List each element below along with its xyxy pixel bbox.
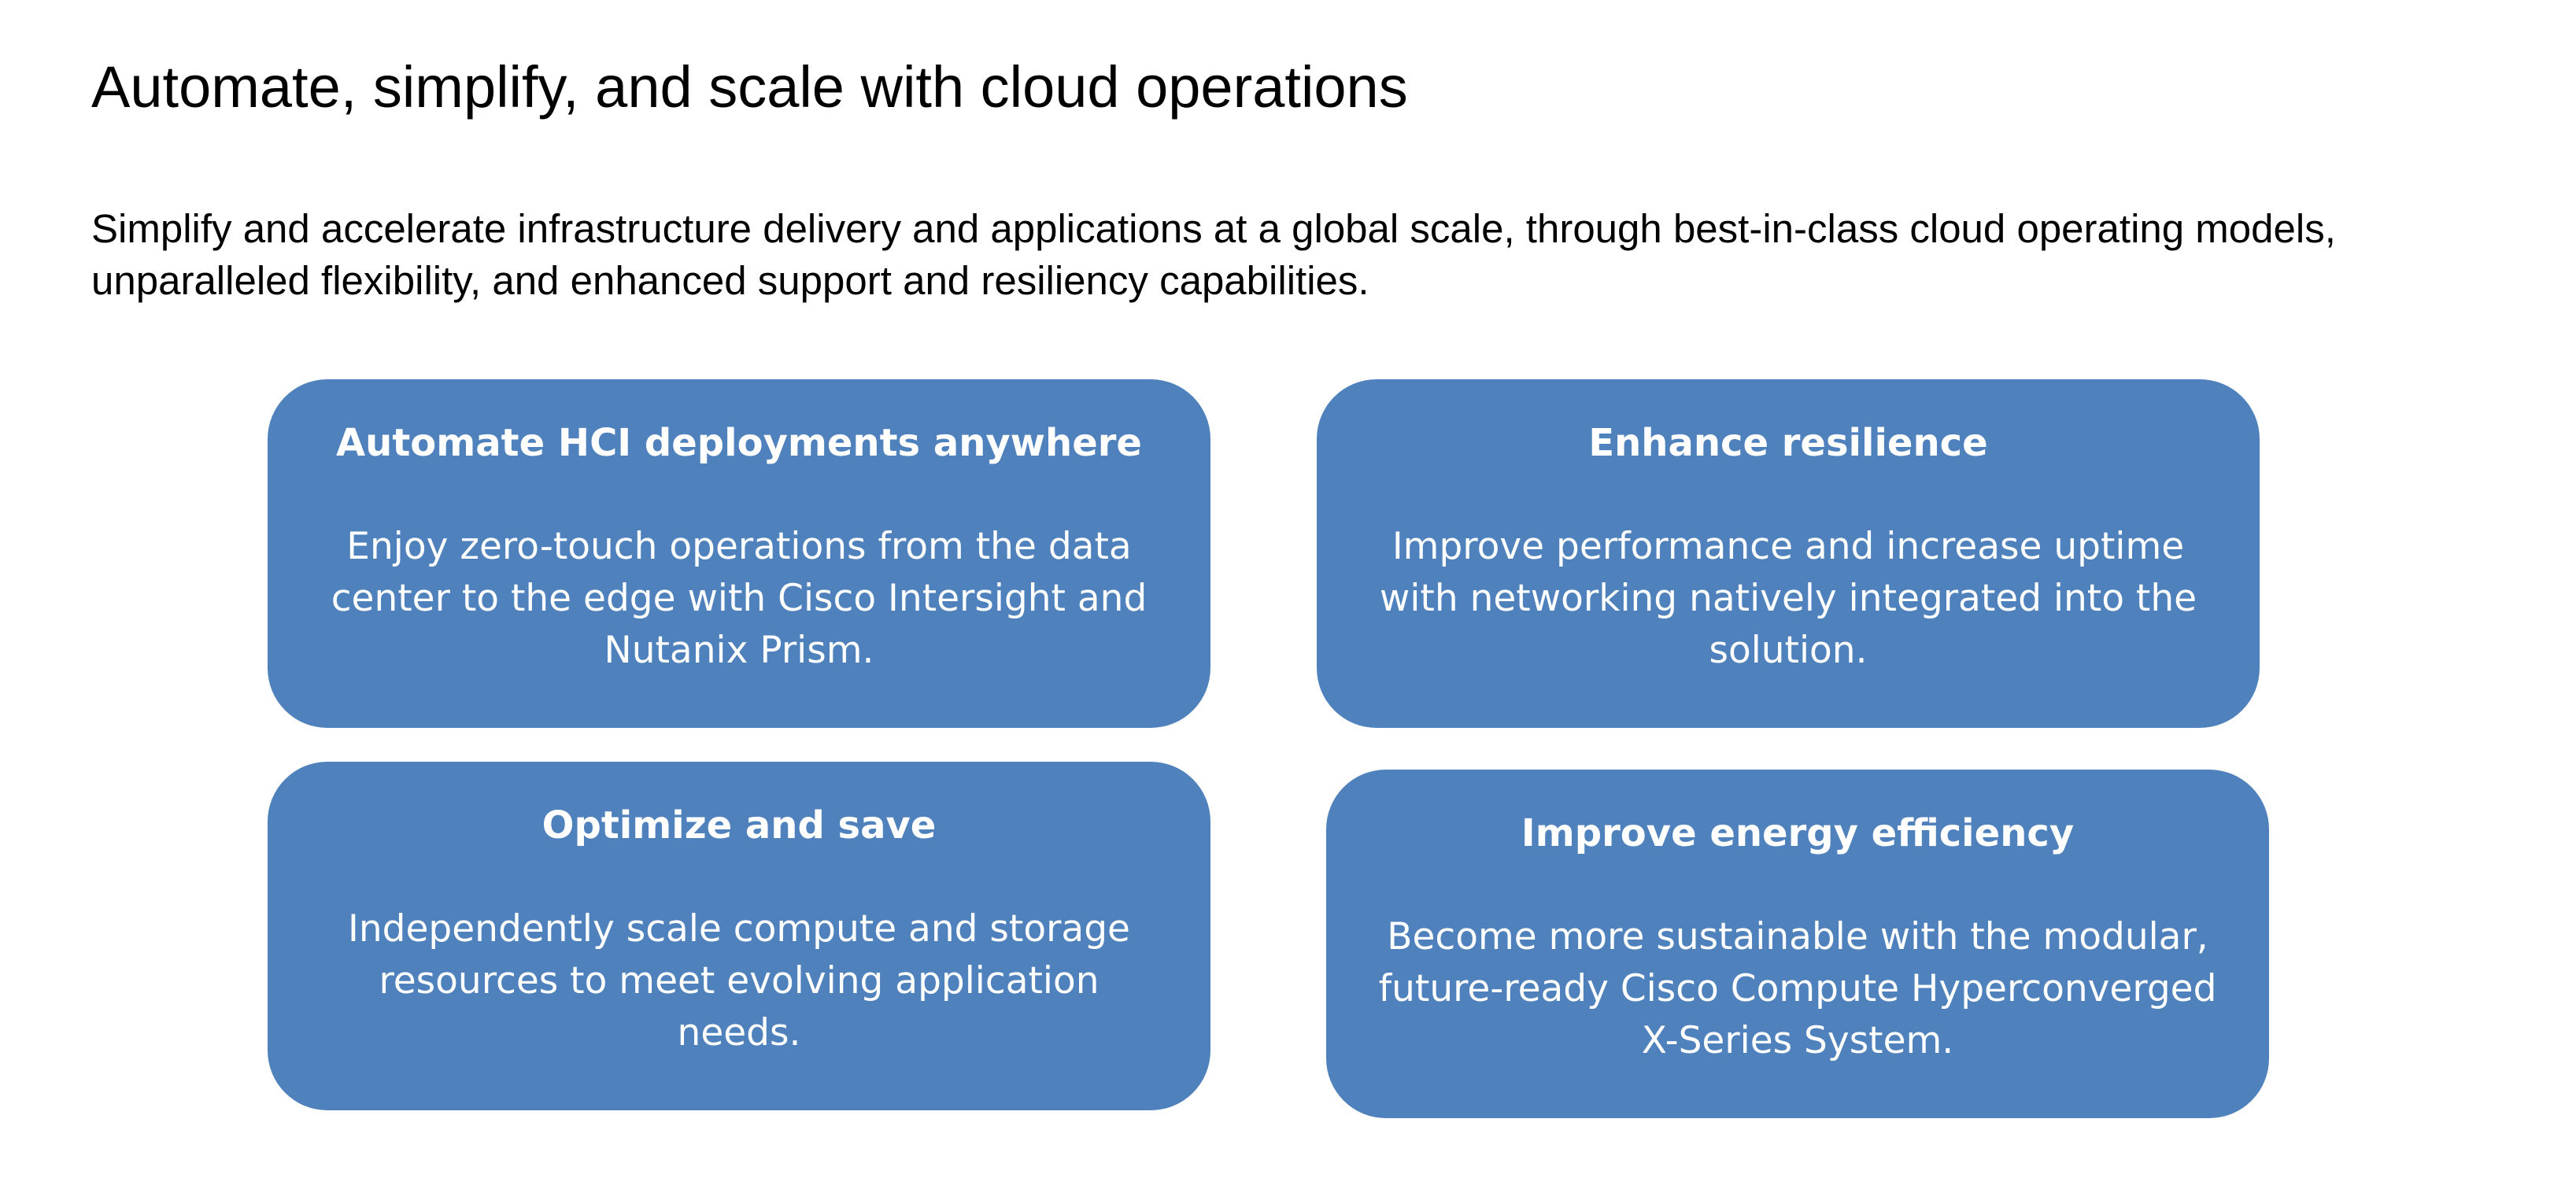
card-energy-efficiency: Improve energy efficiency Become more su… [1326,770,2269,1118]
card-enhance-resilience: Enhance resilience Improve performance a… [1317,379,2260,728]
page-title: Automate, simplify, and scale with cloud… [91,54,1408,120]
card-optimize-save: Optimize and save Independently scale co… [268,762,1210,1110]
card-title: Enhance resilience [1588,421,1988,465]
card-description: Enjoy zero-touch operations from the dat… [331,525,1148,672]
card-description: Independently scale compute and storage … [348,907,1130,1054]
card-automate-hci: Automate HCI deployments anywhere Enjoy … [268,379,1210,728]
card-title: Optimize and save [541,803,937,847]
card-description: Improve performance and increase uptime … [1379,525,2197,672]
card-title: Improve energy efficiency [1521,811,2075,855]
page-intro: Simplify and accelerate infrastructure d… [91,206,2336,303]
card-title: Automate HCI deployments anywhere [336,421,1142,465]
card-description: Become more sustainable with the modular… [1378,915,2217,1062]
